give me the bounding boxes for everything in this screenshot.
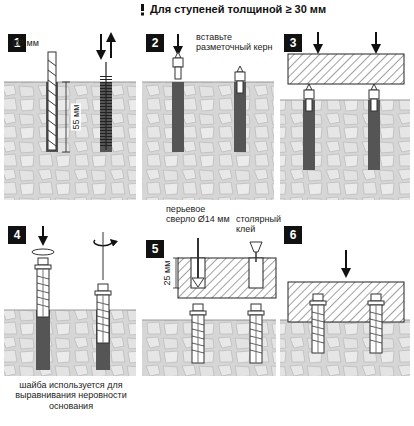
step-5-board-holes [142, 238, 276, 376]
dimension: 55 мм [71, 104, 81, 131]
step-6-mount-board [280, 250, 410, 376]
tool-label: перьевое сверло Ø14 мм [166, 204, 236, 225]
instruction-note: вставьте разметочный керн [196, 32, 274, 53]
step-3-marking-board [280, 32, 410, 200]
page-title: Для ступеней толщиной ≥ 30 мм [150, 3, 326, 16]
step-number: 4 [8, 226, 26, 244]
dimension: Ø8 мм [12, 38, 46, 48]
step-number: 2 [146, 34, 164, 52]
material-label: столярный клей [236, 214, 282, 235]
step-2-center-punch [142, 34, 274, 200]
step-4-anchors [4, 226, 136, 376]
step-number: 5 [146, 240, 164, 258]
dimension: 25 мм [162, 260, 172, 287]
step-number: 3 [284, 34, 302, 52]
warning-icon [141, 4, 144, 16]
step-number: 6 [284, 226, 302, 244]
step-1-drilling [4, 34, 136, 200]
caption-note: шайба используется для выравнивания неро… [8, 380, 134, 411]
